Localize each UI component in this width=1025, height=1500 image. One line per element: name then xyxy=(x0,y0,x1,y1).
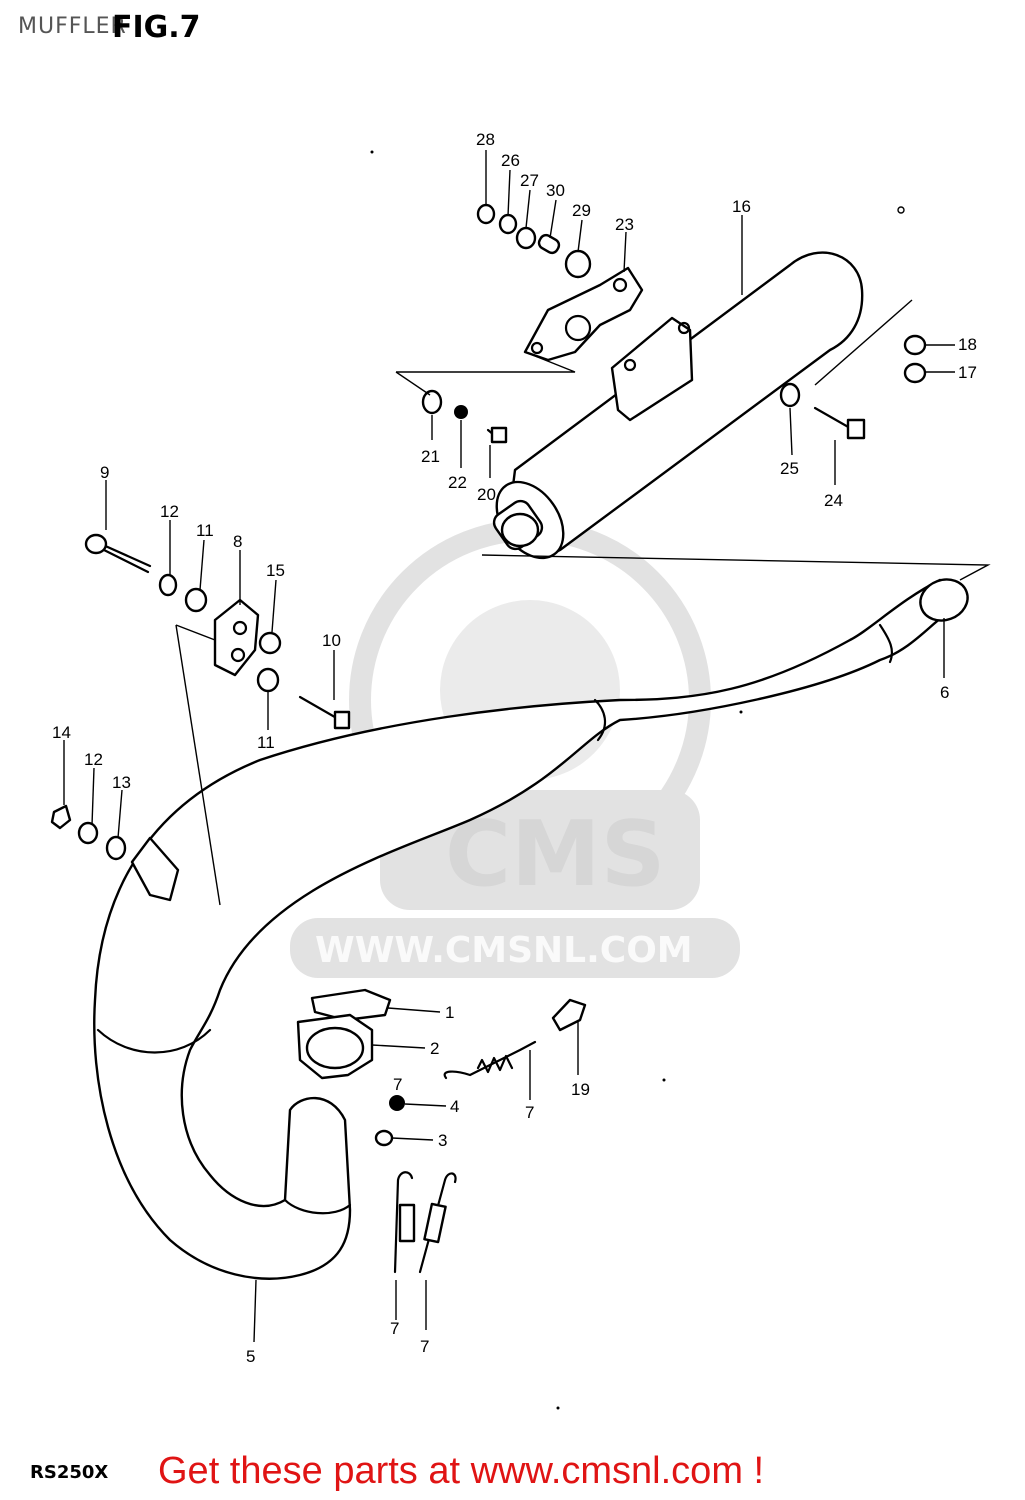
promo-link[interactable]: Get these parts at www.cmsnl.com ! xyxy=(158,1450,765,1492)
model-code: RS250X xyxy=(30,1462,109,1483)
label-4: 4 xyxy=(450,1097,459,1116)
label-11a: 11 xyxy=(196,521,214,540)
mount-hardware-top xyxy=(421,203,927,444)
muffler-bracket xyxy=(523,266,644,362)
label-7b: 7 xyxy=(525,1103,534,1122)
label-12a: 12 xyxy=(160,502,179,521)
label-19: 19 xyxy=(571,1080,590,1099)
label-7d: 7 xyxy=(420,1337,429,1356)
label-6: 6 xyxy=(940,683,949,702)
label-2: 2 xyxy=(430,1039,439,1058)
label-29: 29 xyxy=(572,201,591,220)
label-17: 17 xyxy=(958,363,977,382)
label-16: 16 xyxy=(732,197,751,216)
expansion-chamber xyxy=(93,578,969,1280)
label-22: 22 xyxy=(448,473,467,492)
label-23: 23 xyxy=(615,215,634,234)
label-5: 5 xyxy=(246,1347,255,1366)
figure-number: FIG.7 xyxy=(112,10,201,45)
label-18: 18 xyxy=(958,335,977,354)
label-15: 15 xyxy=(266,561,285,580)
page-title: MUFFLER xyxy=(18,14,127,39)
label-7a: 7 xyxy=(393,1075,402,1094)
watermark-brand: CMS xyxy=(445,802,665,907)
mount-hardware-left xyxy=(50,533,351,861)
label-20: 20 xyxy=(477,485,496,504)
label-8: 8 xyxy=(233,532,242,551)
label-1: 1 xyxy=(445,1003,454,1022)
label-10: 10 xyxy=(322,631,341,650)
label-13: 13 xyxy=(112,773,131,792)
label-7c: 7 xyxy=(390,1319,399,1338)
label-27: 27 xyxy=(520,171,539,190)
label-14: 14 xyxy=(52,723,71,742)
springs-and-bolts xyxy=(374,998,587,1274)
stray-marks xyxy=(370,150,905,1410)
label-28: 28 xyxy=(476,130,495,149)
leader-lines xyxy=(63,150,955,1343)
part-labels: 28 26 27 30 29 23 16 18 17 21 22 20 25 2… xyxy=(52,130,977,1366)
label-26: 26 xyxy=(501,151,520,170)
label-25: 25 xyxy=(780,459,799,478)
assembly-lines xyxy=(175,299,991,906)
label-11b: 11 xyxy=(257,733,275,752)
label-12b: 12 xyxy=(84,750,103,769)
exhaust-flange xyxy=(296,988,392,1080)
silencer xyxy=(492,251,864,560)
watermark-url: WWW.CMSNL.COM xyxy=(315,930,693,971)
label-24: 24 xyxy=(824,491,843,510)
label-9: 9 xyxy=(100,463,109,482)
label-21: 21 xyxy=(421,447,440,466)
label-30: 30 xyxy=(546,181,565,200)
label-3: 3 xyxy=(438,1131,447,1150)
